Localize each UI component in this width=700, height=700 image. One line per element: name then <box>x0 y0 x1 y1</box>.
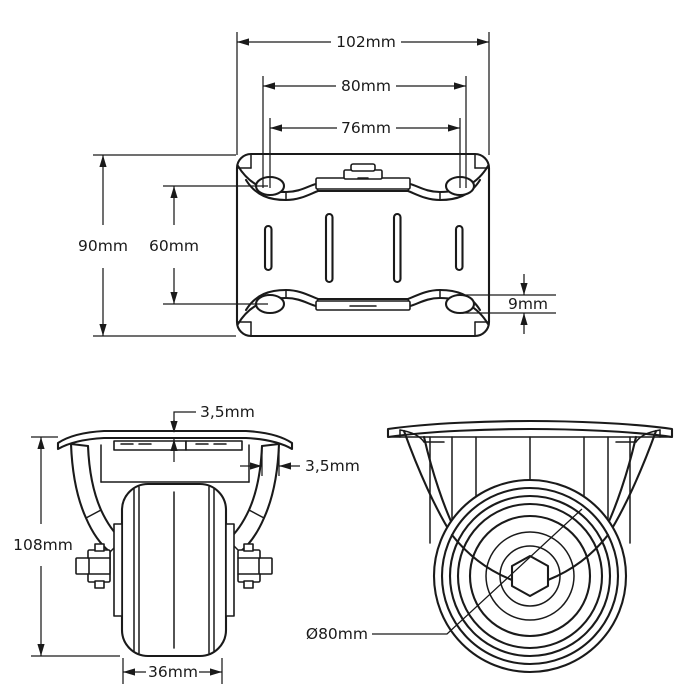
plate-slot-3 <box>392 212 402 284</box>
center-boss-bottom <box>315 300 411 311</box>
plate-corner-marks <box>236 153 490 337</box>
wheel-front <box>120 482 228 658</box>
dimension-bolt-hole-depth: 60mm <box>149 185 268 305</box>
axle-bolt-right <box>237 543 273 589</box>
dimension-label-102mm: 102mm <box>336 33 396 51</box>
side-view: Ø80mm <box>306 419 674 674</box>
front-view: 3,5mm 3,5mm 108mm <box>13 403 360 684</box>
plate-slot-4 <box>454 224 464 272</box>
front-mounting-plate <box>56 429 294 451</box>
dimension-label-108mm: 108mm <box>13 536 73 554</box>
dimension-label-76mm: 76mm <box>341 119 391 137</box>
dimension-overall-width: 102mm <box>236 32 490 155</box>
dimension-fork-thickness: 3,5mm <box>240 450 360 476</box>
side-plate-corner-tabs <box>399 429 661 443</box>
dimension-wheel-diameter: Ø80mm <box>306 508 583 643</box>
dimension-label-80mm: 80mm <box>341 77 391 95</box>
dimension-bolt-spacing-outer: 80mm <box>262 76 467 188</box>
fork-inner-web <box>100 444 250 483</box>
dimension-label-90mm: 90mm <box>78 237 128 255</box>
dimension-label-diameter-80mm: Ø80mm <box>306 625 368 643</box>
dimension-label-plate-thickness: 3,5mm <box>200 403 255 421</box>
dimension-bolt-hole-spacing: 76mm <box>269 118 461 188</box>
plate-slots <box>263 212 464 284</box>
wheel-hub-plates <box>113 523 235 617</box>
side-fork-legs-overlay <box>450 533 610 582</box>
center-boss-top <box>315 163 411 190</box>
dimension-wheel-width: 36mm <box>122 658 223 684</box>
axle-bolt-left <box>75 543 111 589</box>
plate-slot-2 <box>324 212 334 284</box>
dimension-label-36mm: 36mm <box>148 663 198 681</box>
dimension-edge-offset: 9mm <box>462 274 556 334</box>
dimension-overall-depth: 90mm <box>78 154 236 337</box>
dimension-label-fork-thickness: 3,5mm <box>305 457 360 475</box>
dimension-plate-thickness: 3,5mm <box>150 403 255 462</box>
top-view: 102mm 80mm 76mm <box>78 32 556 338</box>
plate-slot-1 <box>263 224 273 272</box>
dimension-label-9mm: 9mm <box>508 295 548 313</box>
side-axle-hex-nut <box>510 554 550 598</box>
dimension-label-60mm: 60mm <box>149 237 199 255</box>
fork-top-ribs <box>113 440 243 451</box>
dimension-overall-height: 108mm <box>13 436 120 657</box>
bolt-hole-bottom-right <box>444 293 476 315</box>
